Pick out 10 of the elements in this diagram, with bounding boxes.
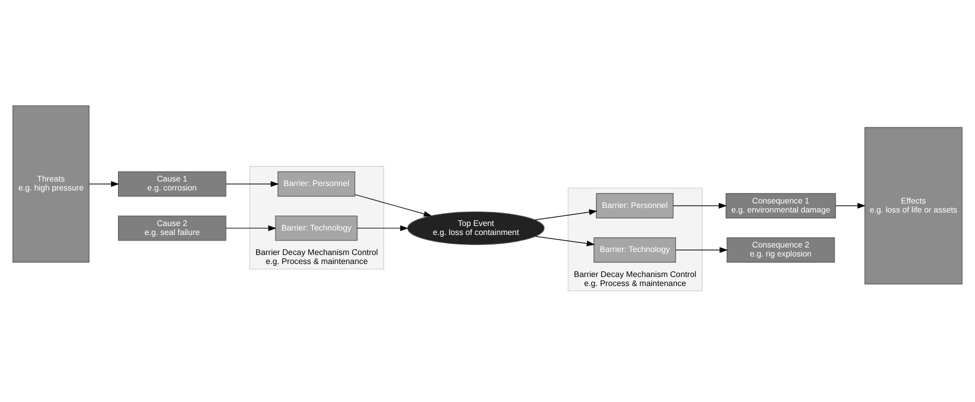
arrow xyxy=(354,194,432,217)
arrow xyxy=(226,181,279,187)
arrow xyxy=(675,247,728,253)
arrow xyxy=(672,202,727,209)
arrow xyxy=(357,225,408,232)
arrow xyxy=(835,202,866,209)
arrow xyxy=(534,209,598,220)
arrow xyxy=(226,225,276,232)
arrow xyxy=(88,181,120,187)
arrow xyxy=(535,236,595,246)
